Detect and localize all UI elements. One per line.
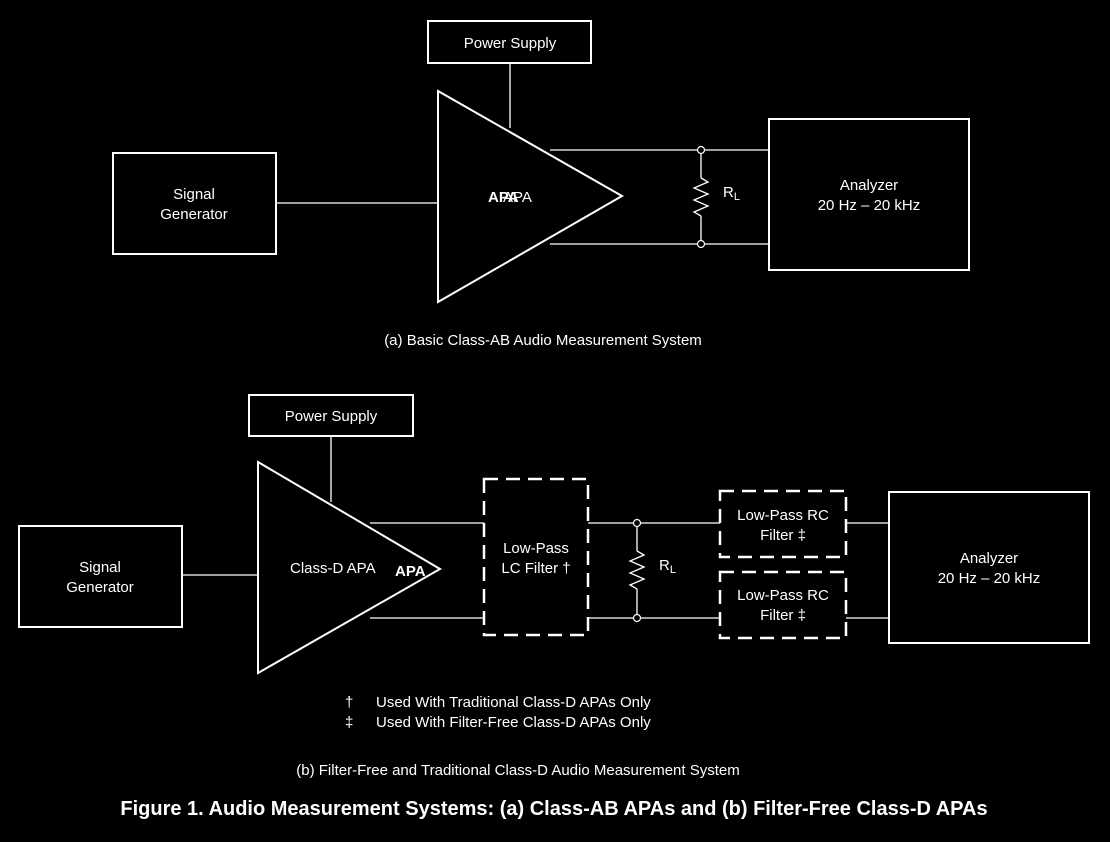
power-supply-box-b: Power Supply	[248, 394, 414, 437]
analyzer-line1-a: Analyzer	[840, 177, 898, 194]
load-resistor-b: RL	[628, 518, 676, 623]
lc-filter-line2: LC Filter †	[501, 560, 570, 577]
rc-filter-bottom-line1: Low-Pass RC	[737, 587, 829, 604]
rc-filter-top-line2: Filter ‡	[760, 527, 806, 544]
caption-b: (b) Filter-Free and Traditional Class-D …	[296, 762, 740, 779]
footnote-dagger-symbol: †	[345, 694, 353, 711]
rc-filter-top-box: Low-Pass RC Filter ‡	[718, 489, 848, 559]
power-supply-label-b: Power Supply	[285, 408, 378, 425]
amp-label-bold-b: APA	[395, 563, 426, 580]
rc-filter-bottom-line2: Filter ‡	[760, 607, 806, 624]
signal-generator-box-a: Signal Generator	[112, 152, 277, 255]
diagram-a: Power Supply Signal Generator APA APA RL	[112, 20, 970, 349]
amplifier-a: APA APA	[437, 89, 625, 304]
node-bottom-a	[696, 239, 706, 249]
node-bottom-b	[632, 613, 642, 623]
caption-a: (a) Basic Class-AB Audio Measurement Sys…	[384, 332, 702, 349]
footnote-double-dagger-symbol: ‡	[345, 714, 353, 731]
power-supply-box-a: Power Supply	[427, 20, 592, 64]
amp-label-a: APA	[488, 189, 519, 206]
signal-generator-line1-a: Signal	[173, 186, 215, 203]
rc-filter-bottom-box: Low-Pass RC Filter ‡	[718, 570, 848, 640]
lc-filter-box: Low-Pass LC Filter †	[482, 477, 590, 637]
signal-generator-line2-a: Generator	[160, 206, 228, 223]
analyzer-line2-b: 20 Hz – 20 kHz	[938, 570, 1041, 587]
signal-generator-line2-b: Generator	[66, 579, 134, 596]
resistor-label-b: RL	[659, 557, 676, 576]
footnote-dagger-text: Used With Traditional Class-D APAs Only	[376, 694, 651, 711]
power-supply-label-a: Power Supply	[464, 35, 557, 52]
lc-filter-line1: Low-Pass	[503, 540, 569, 557]
analyzer-line1-b: Analyzer	[960, 550, 1018, 567]
signal-generator-line1-b: Signal	[79, 559, 121, 576]
figure-title: Figure 1. Audio Measurement Systems: (a)…	[120, 798, 987, 820]
resistor-label-a: RL	[723, 184, 740, 203]
amp-label-b: Class-D APA	[290, 560, 376, 577]
node-top-a	[696, 145, 706, 155]
node-top-b	[632, 518, 642, 528]
analyzer-line2-a: 20 Hz – 20 kHz	[818, 197, 921, 214]
rc-filter-top-line1: Low-Pass RC	[737, 507, 829, 524]
footnote-double-dagger-text: Used With Filter-Free Class-D APAs Only	[376, 714, 651, 731]
load-resistor-a: RL	[692, 145, 740, 249]
amp-label-overlap-a: APA	[503, 189, 532, 206]
diagram-b: Power Supply Signal Generator Class-D AP…	[18, 394, 1090, 779]
signal-generator-box-b: Signal Generator	[18, 525, 183, 628]
analyzer-box-a: Analyzer 20 Hz – 20 kHz	[768, 118, 970, 271]
amplifier-b: Class-D APA APA	[257, 460, 442, 675]
analyzer-box-b: Analyzer 20 Hz – 20 kHz	[888, 491, 1090, 644]
footnotes: † Used With Traditional Class-D APAs Onl…	[345, 694, 651, 731]
